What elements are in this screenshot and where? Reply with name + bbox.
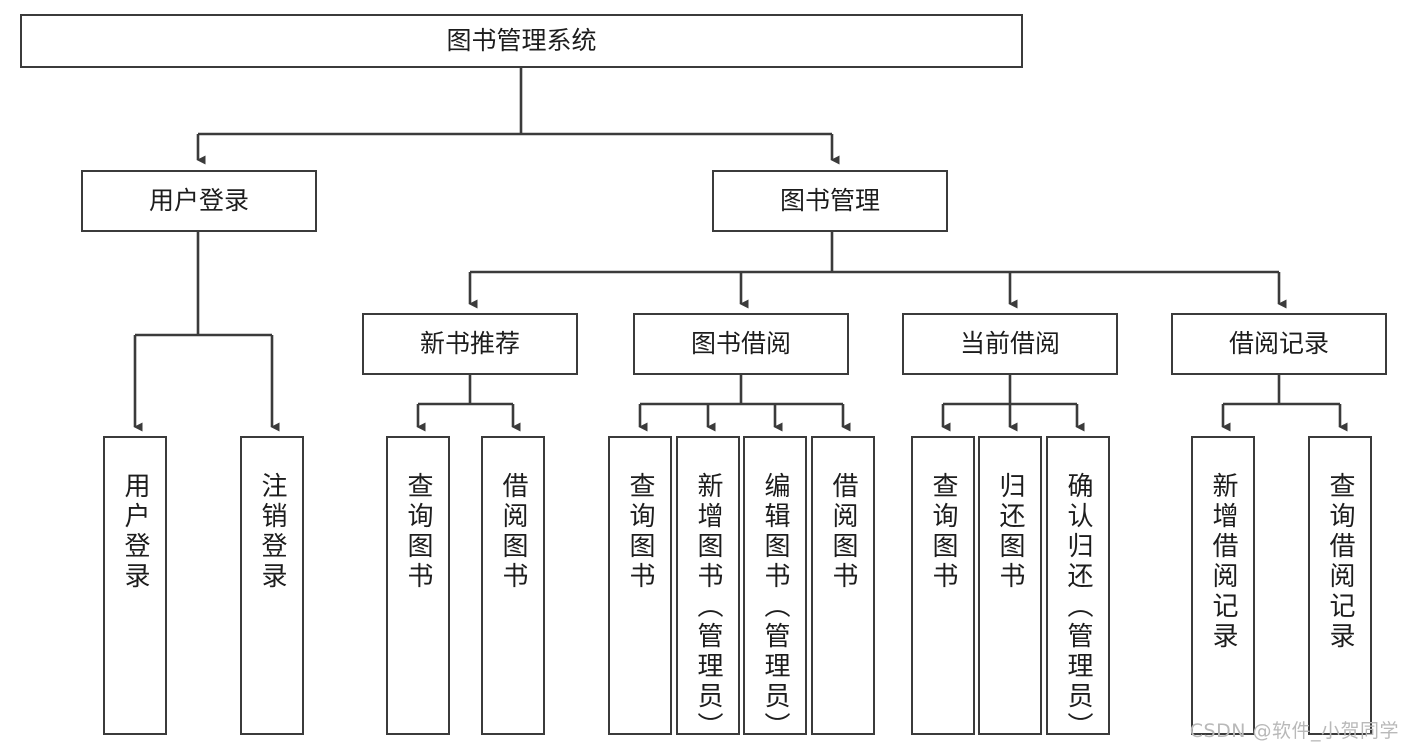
node-label: 用户登录 [148, 186, 249, 215]
leaf-user-login[interactable]: 用户登录 [103, 436, 167, 735]
node-root-system[interactable]: 图书管理系统 [20, 14, 1023, 68]
node-label: 查询图书 [625, 472, 655, 592]
node-label: 查询图书 [928, 472, 958, 592]
leaf-borrow-query-books[interactable]: 查询图书 [608, 436, 672, 735]
leaf-newbook-query-books[interactable]: 查询图书 [386, 436, 450, 735]
leaf-newbook-borrow-books[interactable]: 借阅图书 [481, 436, 545, 735]
leaf-records-add-record[interactable]: 新增借阅记录 [1191, 436, 1255, 735]
leaf-current-confirm-return-admin[interactable]: 确认归还（管理员） [1046, 436, 1110, 742]
node-book-borrow[interactable]: 图书借阅 [633, 313, 849, 375]
leaf-borrow-borrow-books[interactable]: 借阅图书 [811, 436, 875, 735]
node-label: 确认归还（管理员） [1063, 472, 1093, 742]
leaf-current-return-books[interactable]: 归还图书 [978, 436, 1042, 735]
leaf-current-query-books[interactable]: 查询图书 [911, 436, 975, 735]
node-label: 新增借阅记录 [1208, 472, 1238, 652]
node-label: 查询图书 [403, 472, 433, 592]
node-user-login[interactable]: 用户登录 [81, 170, 317, 232]
node-label: 查询借阅记录 [1325, 472, 1355, 652]
node-label: 图书管理 [779, 186, 880, 215]
node-borrow-records[interactable]: 借阅记录 [1171, 313, 1387, 375]
node-label: 归还图书 [995, 472, 1025, 592]
node-label: 注销登录 [257, 472, 287, 592]
node-label: 图书借阅 [690, 329, 791, 358]
node-label: 用户登录 [120, 472, 150, 592]
node-label: 新增图书（管理员） [693, 472, 723, 742]
leaf-logout[interactable]: 注销登录 [240, 436, 304, 735]
node-book-management[interactable]: 图书管理 [712, 170, 948, 232]
node-label: 编辑图书（管理员） [760, 472, 790, 742]
node-current-borrow[interactable]: 当前借阅 [902, 313, 1118, 375]
node-label: 当前借阅 [959, 329, 1060, 358]
leaf-borrow-edit-book-admin[interactable]: 编辑图书（管理员） [743, 436, 807, 742]
node-label: 借阅图书 [828, 472, 858, 592]
node-label: 图书管理系统 [446, 26, 597, 55]
node-label: 新书推荐 [419, 329, 520, 358]
watermark-text: CSDN @软件_小贺同学 [1189, 720, 1399, 742]
node-label: 借阅记录 [1228, 329, 1329, 358]
leaf-borrow-add-book-admin[interactable]: 新增图书（管理员） [676, 436, 740, 742]
leaf-records-query-record[interactable]: 查询借阅记录 [1308, 436, 1372, 735]
node-label: 借阅图书 [498, 472, 528, 592]
node-new-book-recommend[interactable]: 新书推荐 [362, 313, 578, 375]
